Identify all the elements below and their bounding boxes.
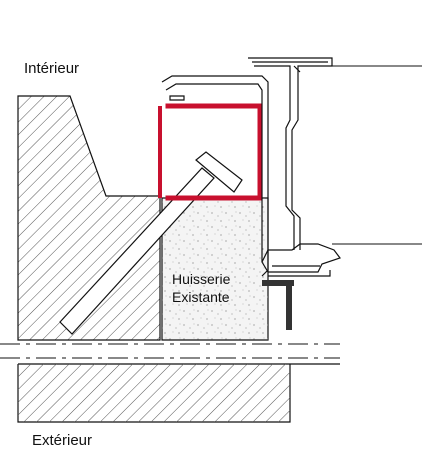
label-existing-frame-line2: Existante	[172, 289, 230, 305]
label-existing-frame-line1: Huisserie	[172, 271, 231, 287]
break-lines	[0, 343, 340, 359]
sealing-strip	[262, 280, 294, 286]
red-cover-profile	[165, 103, 263, 201]
label-exterior: Extérieur	[32, 432, 93, 449]
new-frame-profile	[161, 57, 341, 277]
existing-frame-texture	[162, 198, 268, 340]
masonry-wall-lower-hatch	[18, 364, 290, 422]
label-existing-frame: Huisserie Existante	[172, 270, 230, 306]
fixing-screw	[59, 151, 243, 335]
label-interior: Intérieur	[24, 60, 80, 77]
sealing-strip-vertical	[286, 284, 292, 330]
